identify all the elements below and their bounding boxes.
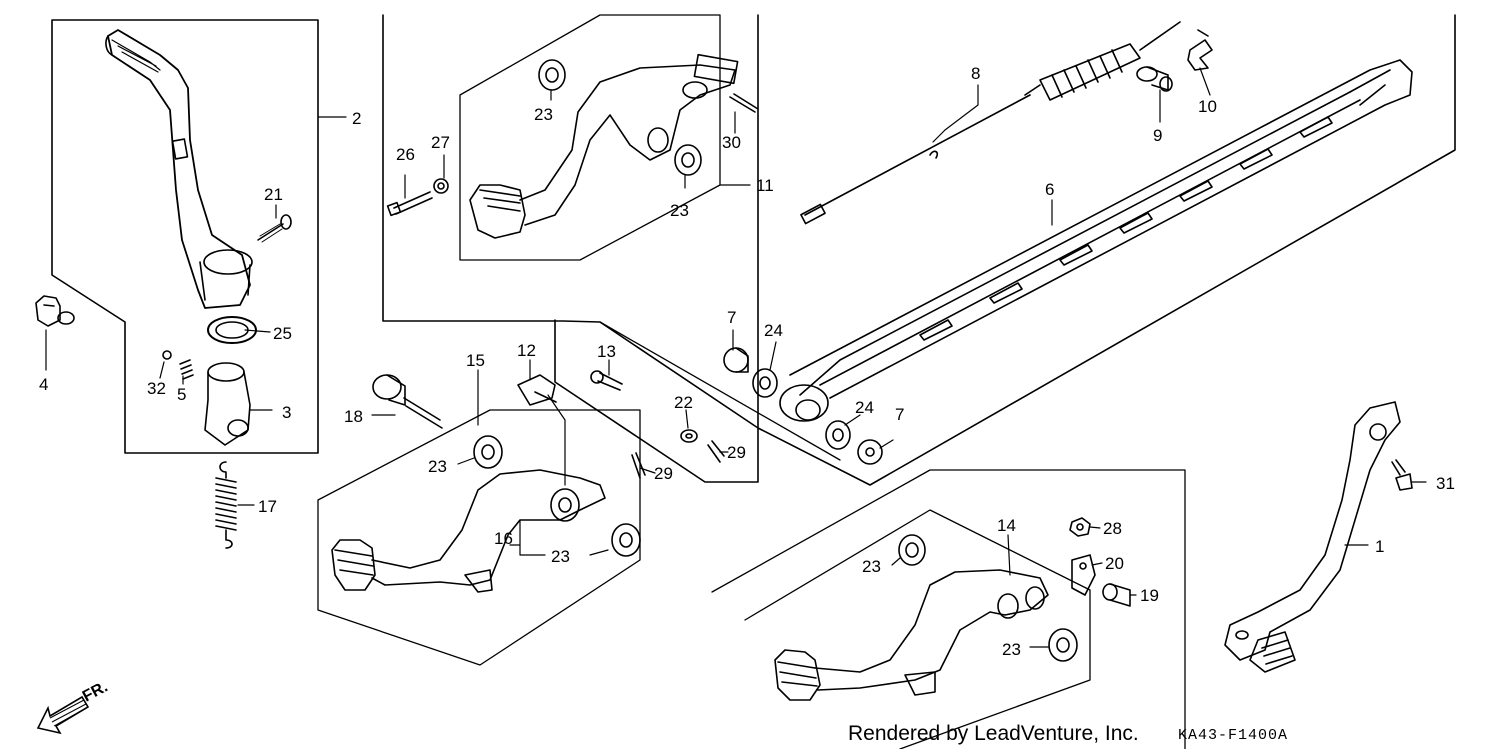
brake-pedal-top [469, 53, 739, 239]
brake-pedal-top-frame [382, 14, 759, 483]
label-14: 14 [997, 516, 1016, 535]
bolt-21 [257, 214, 292, 243]
cotter-pin-29-a [707, 440, 725, 463]
gearshift-pedal [1224, 401, 1401, 673]
pin-30 [729, 93, 759, 113]
brake-pedal-middle [331, 469, 606, 593]
label-25: 25 [273, 324, 292, 343]
middle-pedal-frame [317, 409, 641, 666]
label-7-b: 7 [895, 405, 904, 424]
label-23-f: 23 [1002, 640, 1021, 659]
cable-8 [800, 21, 1181, 225]
label-24-b: 24 [855, 398, 874, 417]
label-23-c: 23 [428, 457, 447, 476]
clip-10 [1187, 29, 1213, 71]
bearing-23-d [550, 488, 580, 522]
label-9: 9 [1153, 126, 1162, 145]
arrow-icon [36, 695, 90, 735]
label-7-a: 7 [727, 308, 736, 327]
nut-27 [433, 178, 449, 194]
label-23-a: 23 [534, 105, 553, 124]
label-23-e: 23 [862, 557, 881, 576]
label-2: 2 [352, 109, 361, 128]
washer-24-a [752, 368, 778, 398]
label-22: 22 [674, 393, 693, 412]
label-4: 4 [39, 375, 48, 394]
collar-7-a [723, 347, 749, 373]
kickstarter-group-frame [51, 19, 319, 454]
bearing-23-g [1048, 628, 1078, 662]
label-16: 16 [494, 529, 513, 548]
label-29-b: 29 [654, 464, 673, 483]
label-27: 27 [431, 133, 450, 152]
plate-20 [1071, 554, 1096, 596]
label-17: 17 [258, 497, 277, 516]
label-1: 1 [1375, 537, 1384, 556]
front-direction-arrow: FR. [36, 678, 111, 735]
label-5: 5 [177, 385, 186, 404]
bolt-18 [372, 374, 443, 429]
label-30: 30 [722, 133, 741, 152]
kick-starter-arm [105, 29, 253, 309]
label-18: 18 [344, 407, 363, 426]
label-26: 26 [396, 145, 415, 164]
cotter-pin-29-b [631, 452, 646, 479]
label-8: 8 [971, 64, 980, 83]
bearing-23-a [538, 59, 566, 91]
bearing-23-e [611, 523, 641, 557]
label-32: 32 [147, 379, 166, 398]
label-21: 21 [264, 185, 283, 204]
label-3: 3 [282, 403, 291, 422]
diagram-code: KA43-F1400A [1178, 727, 1288, 744]
label-20: 20 [1105, 554, 1124, 573]
stand-frame-edge [599, 321, 841, 461]
label-24-a: 24 [764, 321, 783, 340]
pin-13 [590, 370, 623, 391]
spring-17 [215, 461, 237, 549]
label-23-d: 23 [551, 547, 570, 566]
brake-pedal-inner-frame [459, 14, 721, 261]
label-13: 13 [597, 342, 616, 361]
rendered-by-credit: Rendered by LeadVenture, Inc. [848, 722, 1139, 745]
label-11: 11 [756, 176, 774, 195]
part-labels: 2 21 25 4 32 5 3 17 23 26 27 30 11 23 8 … [39, 64, 1455, 659]
ball-32 [162, 350, 172, 360]
label-12: 12 [517, 341, 536, 360]
bolt-26 [386, 191, 433, 217]
label-31: 31 [1436, 474, 1455, 493]
bottom-pedal-frame [711, 469, 1186, 750]
spring-5 [179, 359, 194, 380]
bottom-pedal-inner [744, 509, 1091, 750]
bearing-23-b [674, 144, 702, 176]
spindle-3 [204, 362, 251, 446]
washer-22 [680, 429, 698, 443]
label-28: 28 [1103, 519, 1122, 538]
label-19: 19 [1140, 586, 1159, 605]
brake-pedal-bottom [774, 569, 1049, 701]
label-10: 10 [1198, 97, 1217, 116]
stand-group-frame [757, 14, 1456, 486]
bolt-31 [1391, 459, 1413, 491]
clevis-12 [517, 374, 557, 406]
washer-24-b [825, 420, 851, 450]
bearing-23-c [473, 435, 503, 469]
pivot-9 [1136, 66, 1173, 92]
nut-4 [35, 295, 75, 327]
collar-7-b [857, 439, 883, 465]
label-23-b: 23 [670, 201, 689, 220]
bearing-23-f [898, 534, 926, 566]
label-29-a: 29 [727, 443, 746, 462]
label-6: 6 [1045, 180, 1054, 199]
collar-19 [1102, 583, 1131, 607]
leader-lines [45, 67, 1427, 648]
side-stand-bar [779, 59, 1413, 422]
label-15: 15 [466, 351, 485, 370]
nut-28 [1069, 517, 1091, 537]
